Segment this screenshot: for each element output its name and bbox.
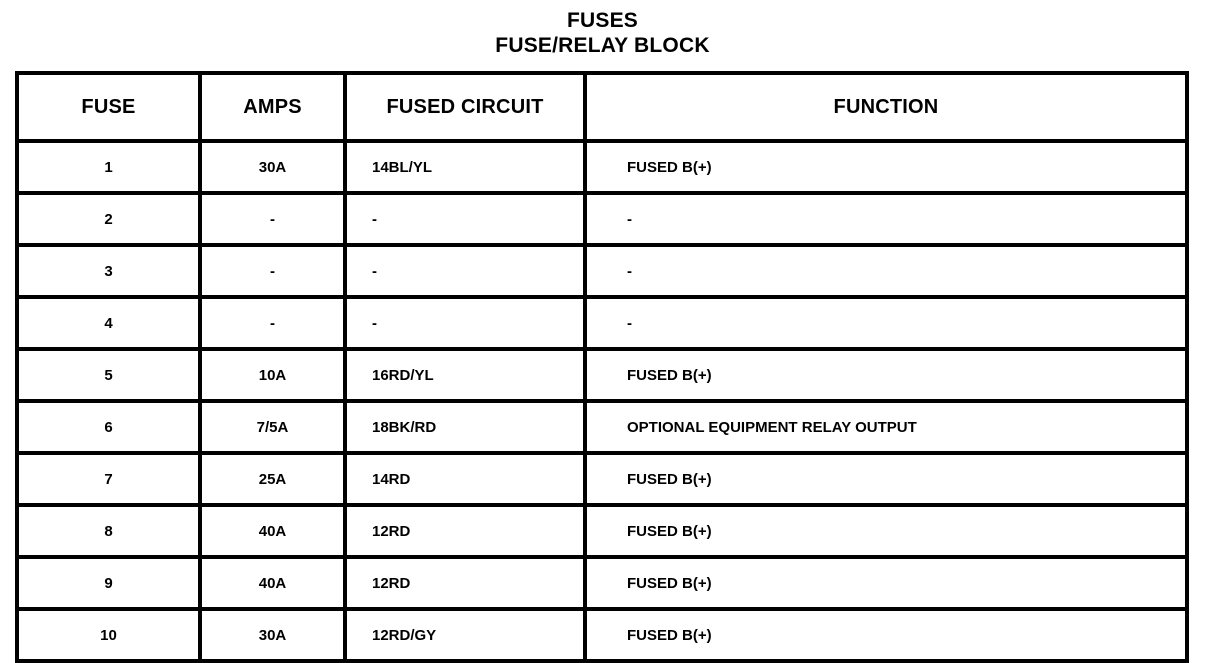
cell-function: FUSED B(+): [583, 503, 1189, 559]
cell-function: FUSED B(+): [583, 139, 1189, 195]
table-header: FUSE AMPS FUSED CIRCUIT FUNCTION: [15, 71, 1189, 143]
cell-amps: -: [198, 295, 347, 351]
title-line-secondary: FUSE/RELAY BLOCK: [495, 34, 710, 57]
cell-fused-circuit: 14BL/YL: [343, 139, 587, 195]
cell-fuse: 4: [15, 295, 202, 351]
cell-fused-circuit: 12RD: [343, 503, 587, 559]
document-title: FUSES FUSE/RELAY BLOCK: [0, 8, 1205, 58]
cell-fuse: 1: [15, 139, 202, 195]
fuse-chart-page: FUSES FUSE/RELAY BLOCK FUSE AMPS FUSED C…: [0, 8, 1205, 663]
cell-amps: 25A: [198, 451, 347, 507]
table-row: 3---: [15, 243, 1189, 299]
cell-fused-circuit: 14RD: [343, 451, 587, 507]
cell-function: -: [583, 191, 1189, 247]
cell-function: FUSED B(+): [583, 607, 1189, 663]
column-header-fuse: FUSE: [15, 71, 202, 143]
cell-amps: 30A: [198, 139, 347, 195]
table-row: 2---: [15, 191, 1189, 247]
cell-function: FUSED B(+): [583, 451, 1189, 507]
cell-fused-circuit: 18BK/RD: [343, 399, 587, 455]
cell-fused-circuit: -: [343, 295, 587, 351]
cell-fused-circuit: 16RD/YL: [343, 347, 587, 403]
cell-fuse: 7: [15, 451, 202, 507]
cell-function: OPTIONAL EQUIPMENT RELAY OUTPUT: [583, 399, 1189, 455]
column-header-circuit: FUSED CIRCUIT: [343, 71, 587, 143]
cell-fuse: 9: [15, 555, 202, 611]
table-row: 4---: [15, 295, 1189, 351]
column-header-function: FUNCTION: [583, 71, 1189, 143]
column-header-amps: AMPS: [198, 71, 347, 143]
cell-amps: 7/5A: [198, 399, 347, 455]
cell-amps: 10A: [198, 347, 347, 403]
cell-function: FUSED B(+): [583, 555, 1189, 611]
cell-function: FUSED B(+): [583, 347, 1189, 403]
cell-amps: 40A: [198, 503, 347, 559]
table-header-row: FUSE AMPS FUSED CIRCUIT FUNCTION: [15, 71, 1189, 143]
cell-amps: 30A: [198, 607, 347, 663]
cell-amps: 40A: [198, 555, 347, 611]
cell-function: -: [583, 243, 1189, 299]
cell-amps: -: [198, 243, 347, 299]
cell-function: -: [583, 295, 1189, 351]
title-line-primary: FUSES: [566, 9, 638, 32]
cell-fuse: 2: [15, 191, 202, 247]
cell-amps: -: [198, 191, 347, 247]
cell-fuse: 6: [15, 399, 202, 455]
cell-fuse: 8: [15, 503, 202, 559]
cell-fused-circuit: 12RD: [343, 555, 587, 611]
cell-fuse: 10: [15, 607, 202, 663]
cell-fused-circuit: -: [343, 191, 587, 247]
cell-fuse: 3: [15, 243, 202, 299]
cell-fused-circuit: 12RD/GY: [343, 607, 587, 663]
cell-fused-circuit: -: [343, 243, 587, 299]
cell-fuse: 5: [15, 347, 202, 403]
